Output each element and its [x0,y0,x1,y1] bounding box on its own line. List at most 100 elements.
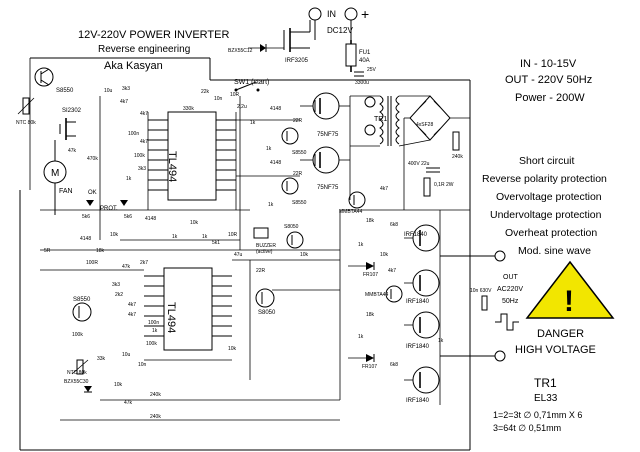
features-panel: Short circuit Reverse polarity protectio… [482,155,607,257]
transistor-mmbta44-b: MMBTA44 [365,285,403,303]
fan-label: FAN [59,188,73,195]
buzzer-label: BUZZER [256,243,276,249]
feature-2: Overvoltage protection [496,191,602,203]
switch-sw1[interactable]: SW1 (start) [234,79,269,92]
feature-1: Reverse polarity protection [482,173,607,185]
input-label: IN [327,9,336,19]
bridge-label: 4xSF28 [416,122,433,128]
lbl-10k-b: 10k [110,232,119,238]
transistor-s8550-b: S8550 [281,127,307,156]
out-frequency: 50Hz [502,298,519,305]
lbl-10n-b: 10n [138,362,147,368]
lbl-100k-a: 100k [134,153,145,159]
lbl-22k: 22k [201,89,210,95]
buzzer-note: (active) [256,249,273,255]
lbl-1k-g: 1k [152,328,158,334]
lbl-1k-i: 1k [358,334,364,340]
transistor-s8550-c: S8550 [281,177,307,206]
lbl-240k-c: 240k [150,414,161,420]
c-out-label: 10n 630V [470,288,492,294]
tr1-winding2: 3=64t ∅ 0,51mm [493,423,561,433]
out-title: OUT [503,274,519,281]
lbl-4148-c: 4148 [80,236,91,242]
mosfet-irf1840-d: IRF1840 [406,366,440,404]
hv-capacitor: 400V 22u [408,161,440,173]
s8550d-label: S8550 [73,297,91,303]
cap-3300u: 3300u [355,80,369,86]
lbl-1k-e: 1k [172,234,178,240]
lbl-2k7: 2k7 [140,260,148,266]
cap-25v: 25V [367,67,377,73]
lbl-10u-a: 10u [104,88,113,94]
s8550c-label: S8550 [292,200,307,206]
ic-lower-label: TL494 [165,302,177,333]
lbl-22r-b: 22R [293,171,303,177]
warning-symbol: ! [564,285,574,318]
bzx-bot-label: BZX55C30 [64,379,89,385]
mmbta44a-label: MMBTA44 [339,209,362,215]
si2302-label: SI2302 [62,108,82,114]
feature-4: Overheat protection [505,227,597,239]
warning-triangle-icon [525,260,615,319]
lbl-1k-a: 1k [250,120,256,126]
lbl-1k-j: 1k [438,338,444,344]
lbl-2k2: 2k2 [115,292,123,298]
spec-0: IN - 10-15V [520,58,577,70]
lbl-33k: 33k [97,356,106,362]
mosfet-irf1840-c: IRF1840 [406,311,440,350]
r240k-label: 240k [452,154,463,160]
lbl-10n-a: 10n [214,96,223,102]
lbl-100n-b: 100n [148,320,159,326]
lbl-4148-a: 4148 [270,106,281,112]
fr107b-label: FR107 [362,364,377,370]
transformer-tr1: TR1 [364,95,400,146]
buzzer: BUZZER (active) [253,227,276,255]
ic-upper-label: TL494 [166,151,178,182]
spec-1: OUT - 220V 50Hz [505,74,592,86]
output-terminals: OUT AC220V 50Hz 10n 630V [440,250,523,362]
transistor-mmbta44-a: MMBTA44 [339,191,366,215]
input-voltage: DC12V [327,26,353,35]
spec-2: Power - 200W [515,92,585,104]
tr1-name: TR1 [534,376,557,390]
lbl-10k-d: 10k [114,382,123,388]
ntc-top: NTC 80k [16,97,36,126]
lbl-10k-a: 10k [190,220,199,226]
lbl-1k-b: 1k [266,146,272,152]
lbl-4k7-g: 4k7 [388,268,396,274]
mosfet-irf1840-b: IRF1840 [406,269,440,305]
lbl-47k-c: 47k [124,400,133,406]
lbl-4k7-c: 4k7 [140,139,148,145]
bzx-top-label: BZX55C12 [228,48,253,54]
irf3205-label: IRF3205 [285,58,309,64]
sense-resistor: 0,1R 2W [423,177,454,197]
ntc-bot-label: NTC 80k [67,370,87,376]
lbl-10r-b: 10R [228,232,238,238]
warning-line2: HIGH VOLTAGE [515,344,596,356]
lbl-47u: 47u [234,252,243,258]
bridge-rectifier: 4xSF28 [409,95,451,141]
lbl-4148-b: 4148 [270,160,281,166]
lbl-18k-a: 18k [96,248,105,254]
ic-tl494-upper: TL494 [148,111,236,201]
led-ok-label: OK [88,190,97,196]
lbl-1k-f: 1k [202,234,208,240]
s8550a-label: S8550 [56,88,74,94]
zener-bzx-bottom: BZX55C30 [64,379,92,393]
transformer-notes: TR1 EL33 1=2=3t ∅ 0,71mm X 6 3=64t ∅ 0,5… [493,376,582,433]
irf1840c-label: IRF1840 [406,344,430,350]
feature-5: Mod. sine wave [518,245,591,257]
irf1840a-label: IRF1840 [404,232,428,238]
subtitle: Reverse engineering [98,44,190,55]
diode-fr107-a: FR107 [363,262,378,278]
lbl-100k-c: 100k [146,341,157,347]
lbl-18k-b: 18k [366,218,375,224]
lbl-5r: 5R [44,248,51,254]
lbl-3k3-a: 3k3 [122,86,130,92]
lbl-100r: 100R [86,260,98,266]
mosfet-irf1840-a: IRF1840 [404,224,440,252]
mosfet-irf3205: IRF3205 [283,20,311,64]
lbl-22r-a: 22R [293,118,303,124]
led-indicators: OK PROT. [86,190,128,212]
